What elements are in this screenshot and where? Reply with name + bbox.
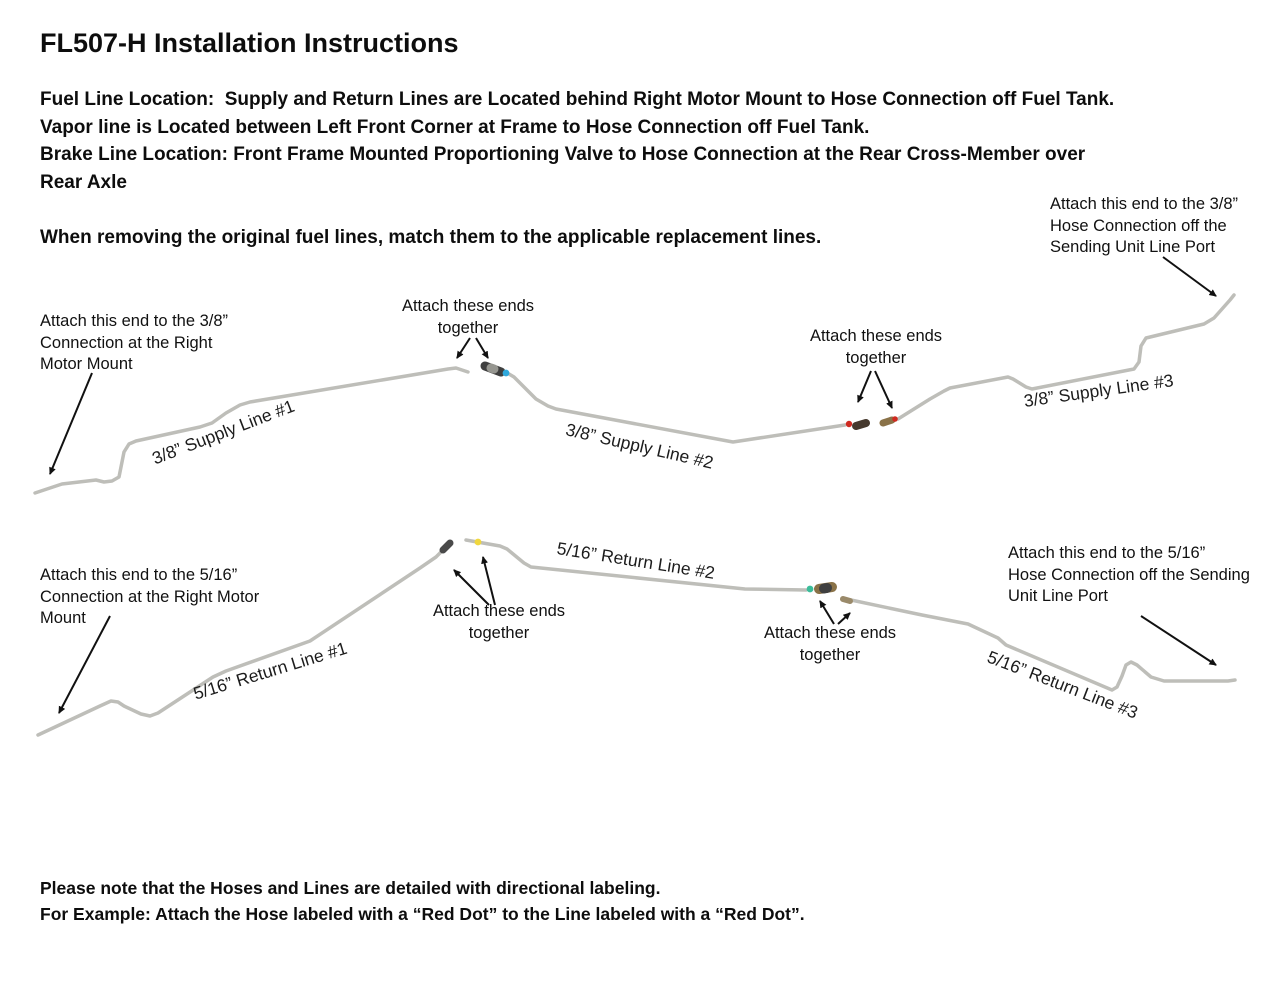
arrow-supply-join23-a — [857, 370, 872, 403]
arrow-return-right — [1140, 615, 1217, 666]
annotation-return-right: Attach this end to the 5/16” Hose Connec… — [1008, 544, 1250, 605]
red-dot-line2 — [845, 420, 853, 428]
arrow-return-join23-a — [819, 600, 835, 625]
return-line-1-tube — [36, 549, 444, 737]
annotation-return-join23: Attach these ends together — [763, 624, 897, 664]
annotation-supply-left: Attach this end to the 3/8” Connection a… — [40, 312, 229, 373]
return-line-1-end-fitting — [439, 539, 454, 554]
return-line-2-tube — [464, 538, 808, 592]
supply-joint-2-left-fitting — [852, 419, 870, 430]
annotation-supply-join12: Attach these ends together — [401, 297, 535, 337]
annotation-return-join12: Attach these ends together — [432, 602, 566, 642]
blue-dot — [502, 369, 510, 377]
arrow-supply-join23-b — [874, 370, 893, 409]
arrow-return-join12-a — [453, 569, 490, 606]
arrow-return-left — [58, 615, 111, 714]
hose-fittings — [439, 361, 896, 604]
red-dot-line3 — [892, 416, 898, 422]
arrow-return-join12-b — [481, 556, 496, 606]
page-title: FL507-H Installation Instructions — [40, 28, 459, 58]
location-paragraph: Fuel Line Location: Supply and Return Li… — [40, 89, 1115, 193]
supply-joint-1-hose-band — [486, 363, 499, 374]
directional-dots — [474, 369, 898, 593]
return-line-3-start-fitting — [840, 596, 853, 604]
annotation-supply-right: Attach this end to the 3/8” Hose Connect… — [1050, 195, 1239, 256]
supply-line-2-tube — [507, 372, 847, 444]
fuel-line-tubes — [33, 293, 1237, 737]
callout-arrows — [49, 256, 1217, 714]
annotation-supply-join23: Attach these ends together — [809, 327, 943, 367]
arrow-return-join23-b — [837, 612, 851, 625]
supply-line-3-tube — [896, 293, 1236, 421]
green-dot — [806, 585, 814, 593]
arrow-supply-left — [49, 372, 93, 475]
annotation-return-left: Attach this end to the 5/16” Connection … — [40, 566, 260, 627]
supply-line-1-tube — [33, 366, 470, 495]
arrow-supply-right — [1162, 256, 1217, 297]
arrow-supply-join12-a — [456, 337, 471, 359]
return-line-3-tube — [849, 598, 1237, 692]
yellow-dot — [474, 538, 482, 546]
return-joint-2-left-fitting-band — [819, 583, 832, 594]
match-note: When removing the original fuel lines, m… — [40, 227, 822, 248]
arrow-supply-join12-b — [475, 337, 489, 359]
supply-joint-2-right-fitting — [879, 416, 896, 427]
footer-note: Please note that the Hoses and Lines are… — [40, 878, 805, 924]
